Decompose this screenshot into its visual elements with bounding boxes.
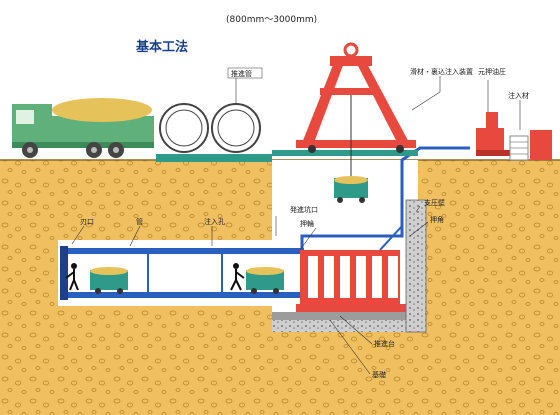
label-push-ring: 押輪 [300,219,314,228]
muck-cart-icon [90,267,128,294]
label-strut: 押角 [430,215,444,224]
page-title: 基本工法 [135,39,188,55]
label-jacking-base: 推進台 [374,339,395,348]
leader-lines [71,76,521,375]
dump-truck-icon [12,98,154,158]
worker-icon [65,263,79,291]
muck-cart-icon [334,176,368,203]
label-hydraulic: 元押油圧 [478,67,506,76]
pipe-bottom [66,292,304,298]
gravel-bed [272,318,418,332]
label-injection-hole: 注入孔 [204,217,225,226]
cutting-edge [60,246,68,300]
deck-plate [156,154,272,162]
pipe-top [66,248,304,254]
worker-icon [230,263,245,291]
hydraulic-pump-icon [476,112,552,161]
jacking-frame [296,250,406,312]
injection-hose-branch [379,160,403,251]
label-lubricant: 滑材・裏込注入装置 [410,67,473,76]
label-injection-material: 注入材 [508,91,529,100]
label-launch-port: 発進坑口 [290,205,318,214]
label-reaction-wall: 支圧壁 [424,198,445,207]
reaction-wall [405,199,427,333]
label-foundation: 基礎 [372,370,386,379]
label-jacking-pipe: 推進管 [231,69,252,78]
label-blade: 刃口 [80,218,94,226]
muck-cart-icon [246,267,284,294]
range-text: (800mm～3000mm) [226,15,317,25]
stacked-pipes [159,103,261,153]
foundation-slab [272,312,406,320]
crane-gantry-icon [296,42,416,176]
deck-plate-right [272,150,418,156]
label-pipe: 管 [136,217,143,226]
